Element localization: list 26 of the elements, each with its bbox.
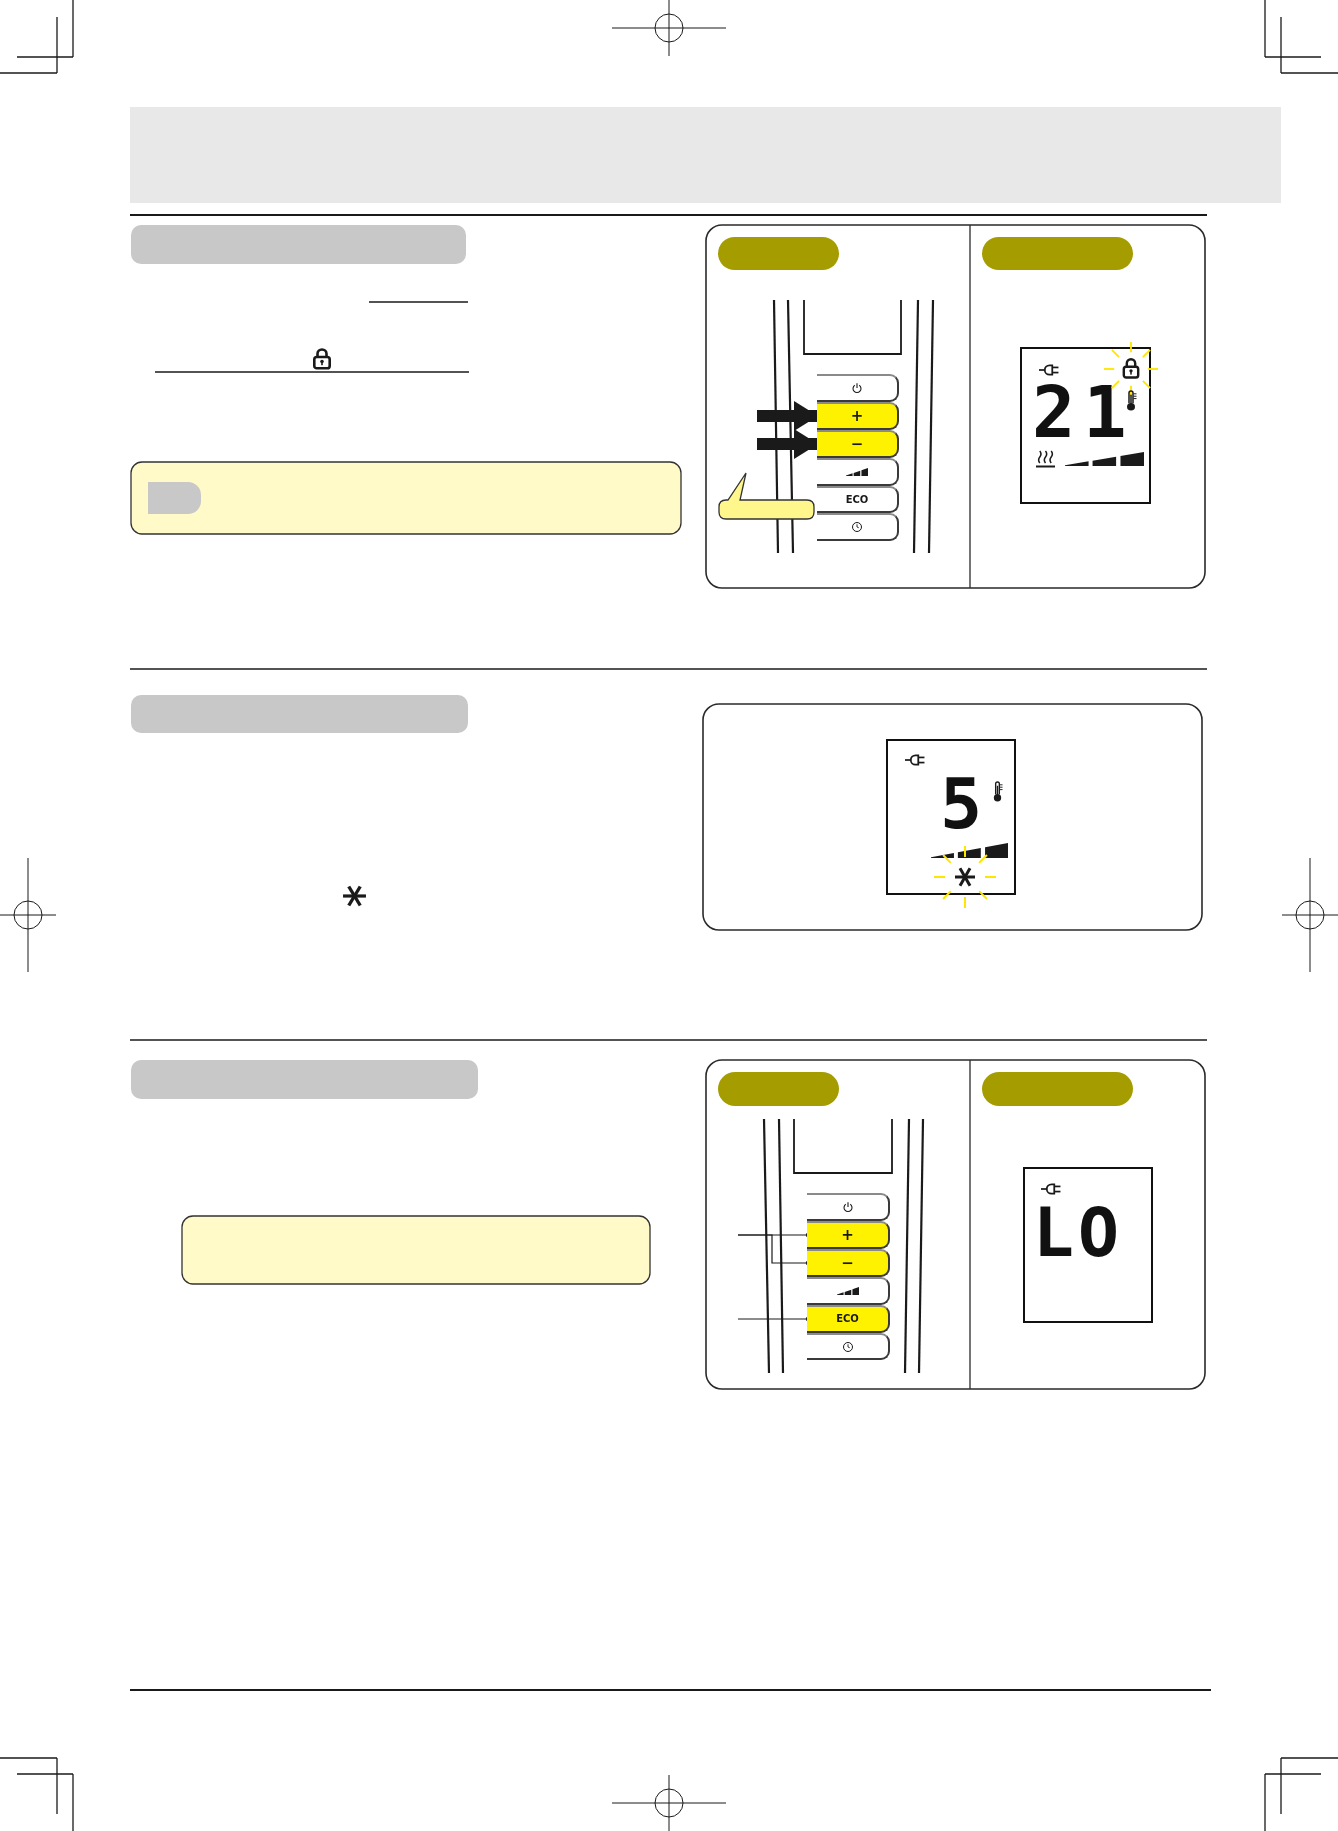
pill-tab [982, 1072, 1133, 1106]
lcd-digits: 21 [1032, 376, 1122, 448]
lcd-digits: LO [1033, 1199, 1123, 1267]
remote-key [817, 513, 899, 541]
remote-key: − [807, 1249, 890, 1277]
remote-key [807, 1277, 890, 1305]
pill-tab [718, 237, 839, 270]
remote-key [817, 458, 899, 486]
lcd-digits: 5 [940, 769, 983, 839]
arrow [757, 429, 818, 459]
remote-key: + [817, 402, 899, 430]
remote-key: + [807, 1221, 890, 1249]
heading-bar [131, 695, 468, 733]
pill-tab [718, 1072, 839, 1106]
remote-key [807, 1333, 890, 1360]
remote-key: − [817, 430, 899, 458]
lcd-display [1023, 1167, 1153, 1323]
arrow [757, 401, 818, 431]
remote-key [817, 374, 899, 402]
pill-tab [982, 237, 1133, 270]
heading-bar [131, 225, 466, 264]
remote-key [807, 1193, 890, 1221]
heading-bar [131, 1060, 478, 1099]
speech-bubble [718, 472, 815, 520]
remote-key: ECO [807, 1305, 890, 1333]
remote-key: ECO [817, 486, 899, 513]
